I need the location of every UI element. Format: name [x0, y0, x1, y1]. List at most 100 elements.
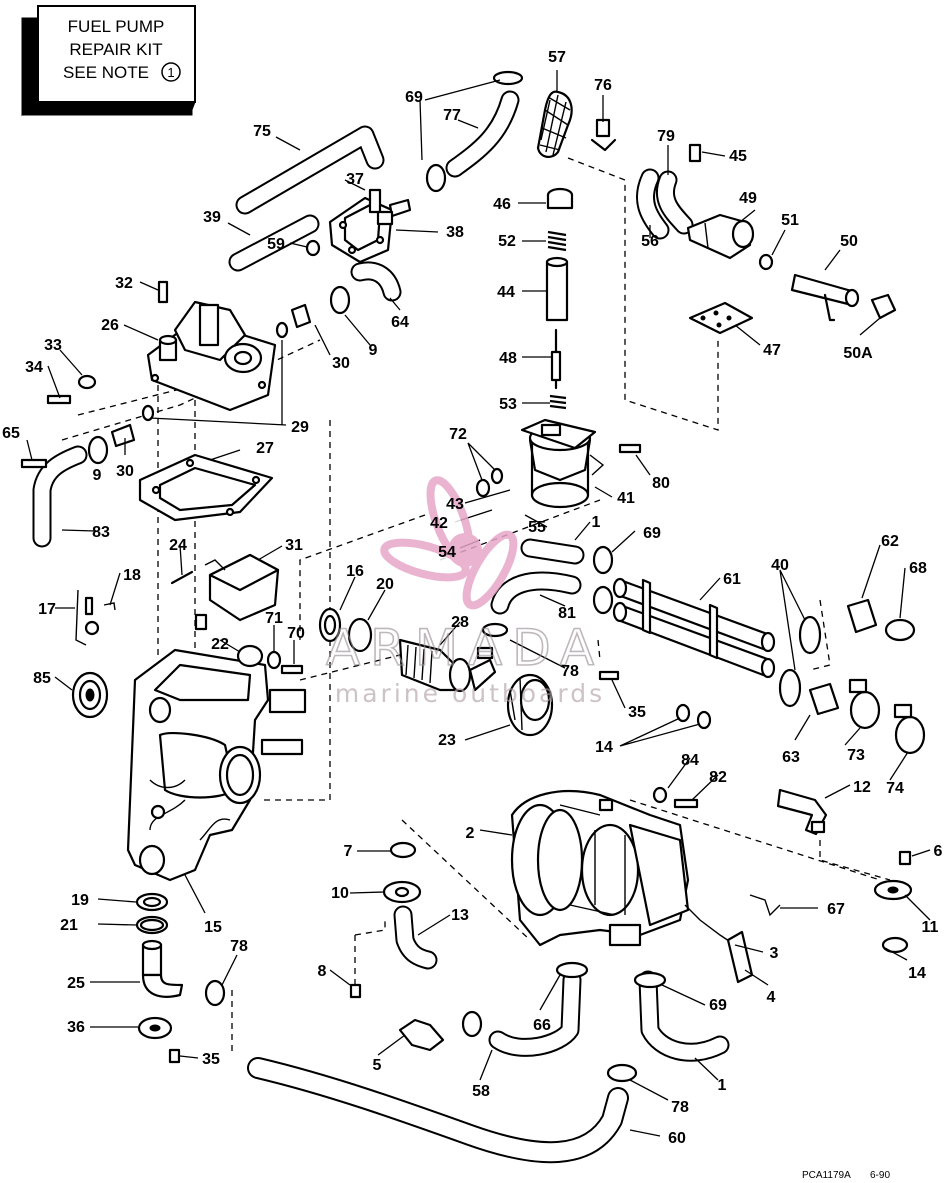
armada-logo-icon: [380, 476, 518, 610]
callout-59: 59: [267, 236, 285, 253]
spring-53: [549, 394, 567, 410]
callout-24: 24: [169, 537, 187, 554]
hose-64: [350, 261, 402, 302]
callout-72: 72: [449, 426, 467, 443]
hose-60: [247, 1057, 629, 1164]
nut-33: [77, 374, 97, 390]
drawing-code-date: 6-90: [870, 1170, 890, 1181]
clamp-69-right: [592, 585, 614, 615]
callout-63: 63: [782, 749, 800, 766]
callout-51: 51: [781, 212, 799, 229]
callout-52: 52: [498, 233, 516, 250]
screw-80: [618, 443, 642, 454]
clamp-9-left: [87, 435, 109, 465]
screw-8: [349, 983, 362, 999]
callout-78: 78: [230, 938, 248, 955]
callout-56: 56: [641, 233, 659, 250]
callout-21: 21: [60, 917, 78, 934]
callout-77: 77: [443, 107, 461, 124]
callout-81: 81: [558, 605, 576, 622]
callout-11: 11: [922, 919, 939, 936]
callout-4: 4: [767, 989, 776, 1006]
callout-74: 74: [886, 780, 904, 797]
adapter-plate-15: [126, 648, 307, 882]
callout-45: 45: [729, 148, 747, 165]
callout-35: 35: [628, 704, 646, 721]
clamp-40a: [798, 615, 822, 655]
callout-36: 36: [67, 1019, 85, 1036]
callout-75: 75: [253, 123, 271, 140]
callout-50A: 50A: [843, 345, 873, 362]
callout-7: 7: [344, 843, 353, 860]
ring-19: [135, 892, 169, 912]
fitting-11: [873, 879, 913, 901]
callout-13: 13: [451, 907, 469, 924]
bracket-17: [75, 589, 116, 646]
connector-76: [590, 118, 617, 152]
leader-lines: [26, 70, 931, 1137]
callout-78: 78: [561, 663, 579, 680]
ring-20: [347, 617, 373, 653]
callout-14: 14: [908, 965, 926, 982]
callout-20: 20: [376, 576, 394, 593]
ring-14-right: [881, 936, 909, 954]
clamp-40b: [778, 668, 802, 708]
clamp-69-top: [492, 70, 524, 86]
screw-45: [688, 143, 702, 163]
callout-1: 1: [592, 514, 601, 531]
washer-51: [758, 253, 774, 271]
callout-26: 26: [101, 317, 119, 334]
callout-30: 30: [116, 463, 134, 480]
kit-box-line-3: SEE NOTE: [63, 63, 149, 82]
callout-33: 33: [44, 337, 62, 354]
callout-50: 50: [840, 233, 858, 250]
ring-21: [135, 915, 169, 935]
callout-16: 16: [346, 563, 364, 580]
strainer-44: [545, 256, 569, 322]
callout-39: 39: [203, 209, 221, 226]
hose-39: [228, 214, 320, 272]
callout-84: 84: [681, 752, 699, 769]
callout-25: 25: [67, 975, 85, 992]
clamp-74: [893, 703, 926, 755]
screw-70: [280, 664, 304, 675]
hose-83: [32, 445, 88, 548]
callout-58: 58: [472, 1083, 490, 1100]
fitting-12: [776, 788, 828, 836]
drawing-code-id: PCA1179A: [802, 1170, 851, 1181]
hose-1-upper: [520, 538, 585, 565]
callout-30: 30: [332, 355, 350, 372]
hose-79: [655, 170, 694, 235]
callout-69: 69: [405, 89, 423, 106]
callout-70: 70: [287, 625, 305, 642]
repair-kit-box: FUEL PUMP REPAIR KIT SEE NOTE 1: [20, 5, 196, 116]
callout-9: 9: [369, 342, 378, 359]
callout-34: 34: [25, 359, 43, 376]
callout-68: 68: [909, 560, 927, 577]
gasket-22: [236, 644, 264, 668]
clamp-9-top: [425, 163, 447, 193]
clip-67: [749, 894, 781, 917]
cover-47: [688, 301, 754, 335]
callout-85: 85: [33, 670, 51, 687]
callout-32: 32: [115, 275, 133, 292]
washer-59: [305, 239, 321, 257]
hose-77: [445, 90, 520, 178]
callout-48: 48: [499, 350, 517, 367]
clamp-78-bottom: [606, 1063, 638, 1083]
callout-23: 23: [438, 732, 456, 749]
fitting-30-upper: [290, 303, 312, 329]
screw-35-mid: [598, 670, 620, 681]
callout-66: 66: [533, 1017, 551, 1034]
screw-35-bottom: [168, 1048, 181, 1064]
callout-60: 60: [668, 1130, 686, 1147]
callout-83: 83: [92, 524, 110, 541]
oil-pump-2: [510, 789, 754, 984]
ring-14-mid: [675, 703, 712, 730]
washer-29: [141, 321, 289, 422]
hose-81: [490, 571, 582, 615]
callout-38: 38: [446, 224, 464, 241]
clamp-9-mid: [329, 285, 351, 315]
callout-6: 6: [934, 843, 943, 860]
